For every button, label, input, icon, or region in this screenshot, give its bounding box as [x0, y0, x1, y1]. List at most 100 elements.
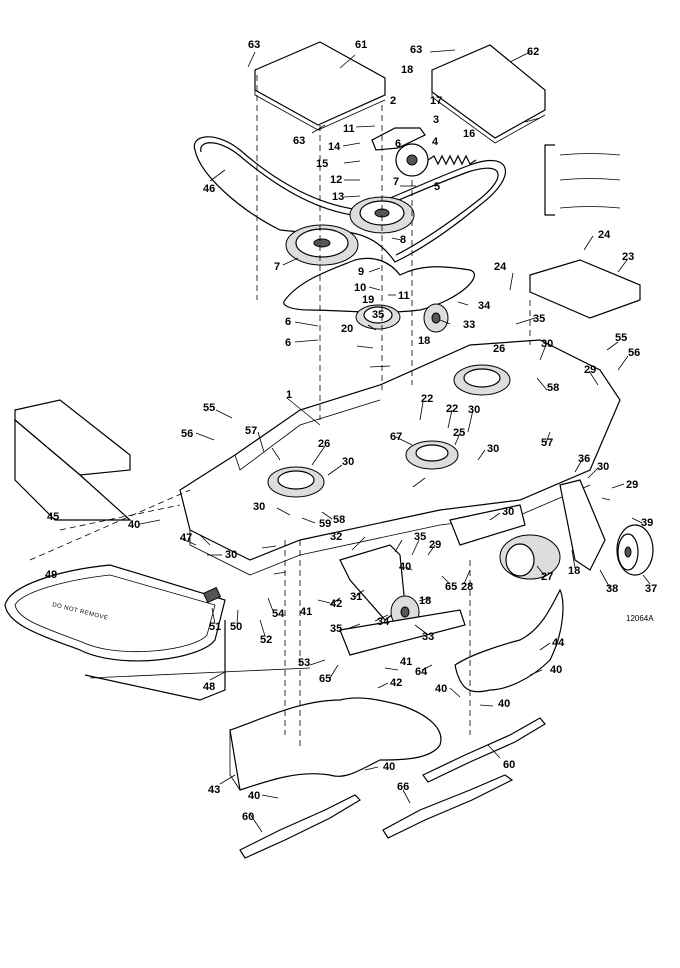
callout-label: 14 [328, 141, 341, 153]
callout-label: 56 [628, 347, 640, 359]
callout-label: 30 [225, 549, 237, 561]
callout-label: 17 [430, 95, 442, 107]
callout-label: 7 [274, 261, 280, 273]
baffle-45 [14, 399, 132, 521]
callout-label: 35 [414, 531, 426, 543]
callout-label: 33 [463, 319, 475, 331]
callout-label: 2 [390, 95, 396, 107]
pulley-19 [355, 304, 401, 330]
callout-label: 30 [597, 461, 609, 473]
callout-label: 33 [422, 631, 434, 643]
callout-label: 38 [606, 583, 618, 595]
callout-label: 37 [645, 583, 657, 595]
callout-label: 58 [333, 514, 345, 526]
blade-66 [382, 774, 514, 839]
blade-60-right [422, 717, 546, 783]
callout-label: 36 [578, 453, 590, 465]
callout-label: 22 [421, 393, 433, 405]
callout-label: 18 [419, 595, 431, 607]
callout-label: 40 [435, 683, 447, 695]
callout-label: 46 [203, 183, 215, 195]
callout-label: 30 [487, 443, 499, 455]
callout-label: 6 [285, 337, 291, 349]
callout-label: 31 [350, 591, 362, 603]
callout-label: 23 [622, 251, 634, 263]
roller-27 [499, 534, 561, 580]
mount-plate-23 [529, 259, 641, 319]
callout-label: 40 [248, 790, 260, 802]
callout-label: 20 [341, 323, 353, 335]
callout-label: 5 [434, 181, 440, 193]
callout-label: 50 [230, 621, 242, 633]
callout-label: 10 [354, 282, 366, 294]
callout-label: 40 [550, 664, 562, 676]
callout-label: 27 [541, 571, 553, 583]
callout-label: 41 [300, 606, 312, 618]
callout-label: 22 [446, 403, 458, 415]
cover-62 [431, 44, 546, 144]
pulley-7-left [285, 224, 359, 266]
belt-46 [193, 136, 507, 313]
leader-lines [139, 49, 651, 833]
callout-label: 57 [245, 425, 257, 437]
callout-label: 40 [128, 519, 140, 531]
callout-label: 55 [615, 332, 627, 344]
callout-label: 35 [372, 309, 384, 321]
callout-label: 15 [316, 158, 328, 170]
callout-label: 42 [330, 598, 342, 610]
callout-label: 3 [433, 114, 439, 126]
callout-label: 11 [343, 123, 355, 135]
callout-label: 1 [286, 389, 292, 401]
callout-label: 64 [415, 666, 428, 678]
callout-label: 24 [494, 261, 507, 273]
callout-label: 45 [47, 511, 59, 523]
callout-label: 7 [393, 176, 399, 188]
spring-16 [427, 154, 477, 166]
callout-label: 24 [598, 229, 611, 241]
callout-label: 12 [330, 174, 342, 186]
callout-label: 35 [330, 623, 342, 635]
callout-label: 35 [533, 313, 545, 325]
callout-label: 29 [584, 364, 596, 376]
callout-label: 30 [502, 506, 514, 518]
callout-label: 48 [203, 681, 215, 693]
wheel-bracket-36 [559, 479, 606, 571]
callout-label: 11 [398, 290, 410, 302]
pulley-33-upper [423, 303, 449, 333]
callout-label: 29 [429, 539, 441, 551]
cover-61 [254, 41, 386, 131]
callout-label: 25 [453, 427, 465, 439]
callout-label: 40 [399, 561, 411, 573]
callout-label: 42 [390, 677, 402, 689]
discharge-chute-49: DO NOT REMOVE [4, 564, 226, 662]
callout-label: 32 [330, 531, 342, 543]
callout-label: 9 [358, 266, 364, 278]
roller-bracket-28 [449, 504, 526, 546]
callout-label: 6 [285, 316, 291, 328]
callout-label: 47 [180, 532, 192, 544]
spring-detail-bracket [544, 144, 621, 216]
idler-arm-2 [371, 127, 426, 151]
bracket-64 [339, 609, 466, 656]
callout-label: 30 [253, 501, 265, 513]
callout-label: 29 [626, 479, 638, 491]
callout-label: 62 [527, 46, 539, 58]
callout-label: 56 [181, 428, 193, 440]
deck-pulley-26-right [453, 364, 511, 396]
callout-label: 34 [478, 300, 491, 312]
callout-label: 43 [208, 784, 220, 796]
callout-label: 18 [568, 565, 580, 577]
callout-label: 57 [541, 437, 553, 449]
chute-rod-48 [84, 620, 311, 701]
callout-label: 54 [272, 608, 285, 620]
callout-label: 40 [498, 698, 510, 710]
deck-pulley-67 [405, 440, 459, 470]
callout-label: 40 [383, 761, 395, 773]
callout-label: 39 [641, 517, 653, 529]
callout-label: 61 [355, 39, 367, 51]
callout-label: 4 [432, 136, 439, 148]
callout-label: 63 [248, 39, 260, 51]
callout-label: 53 [298, 657, 310, 669]
callout-label: 28 [461, 581, 473, 593]
